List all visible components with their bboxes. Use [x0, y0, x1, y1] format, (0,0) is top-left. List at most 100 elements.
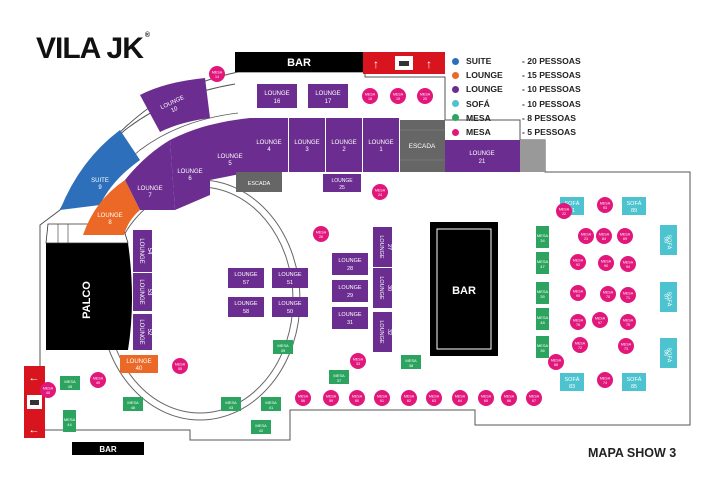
exit-arrow-icon: ↑ [373, 57, 379, 71]
lounge-31[interactable] [332, 307, 368, 329]
lounge-52[interactable] [133, 314, 152, 350]
lounge-5[interactable] [210, 118, 250, 180]
lounge-51[interactable] [272, 268, 308, 288]
lounge-25[interactable] [323, 174, 361, 192]
mesa-label: MESA [265, 400, 277, 405]
lounge-1[interactable] [363, 118, 399, 172]
lounge-21[interactable] [445, 140, 520, 172]
lounge-17[interactable] [308, 84, 348, 108]
lounge-32[interactable] [373, 312, 392, 352]
lounge-27[interactable] [373, 227, 392, 267]
svg-text:6: 6 [188, 176, 192, 182]
svg-text:LOUNGE: LOUNGE [338, 285, 362, 291]
lounge-28[interactable] [332, 253, 368, 275]
lounge-53[interactable] [133, 273, 152, 311]
mesa-label: MESA [559, 208, 570, 212]
mesa-number: 38 [409, 363, 414, 368]
lounge-54[interactable] [133, 230, 152, 272]
lounge-57[interactable] [228, 268, 264, 288]
lounge-3[interactable] [289, 118, 325, 172]
lounge-29[interactable] [332, 280, 368, 302]
lounge-40[interactable] [120, 355, 158, 373]
suite-9[interactable] [60, 130, 140, 210]
suite-9-label: SUITE [91, 178, 109, 184]
lounge-16[interactable] [257, 84, 297, 108]
lounge-30[interactable] [373, 268, 392, 308]
mesa-number: 18 [368, 97, 372, 101]
lounge-6[interactable] [170, 125, 210, 210]
lounge-58[interactable] [228, 297, 264, 317]
lounge-10[interactable] [140, 78, 210, 132]
mesa-number: 20 [423, 97, 427, 101]
lounge-4[interactable] [250, 118, 288, 172]
lounge-2[interactable] [326, 118, 362, 172]
lounge-7[interactable] [125, 140, 175, 210]
lounge-8[interactable] [83, 180, 140, 235]
mesa-label: MESA [601, 260, 612, 264]
svg-text:7: 7 [148, 193, 152, 199]
svg-text:LOUNGE: LOUNGE [138, 238, 144, 263]
lounge-50[interactable] [272, 297, 308, 317]
bar-center-label: BAR [452, 285, 476, 297]
legend-dot-icon [452, 85, 459, 93]
